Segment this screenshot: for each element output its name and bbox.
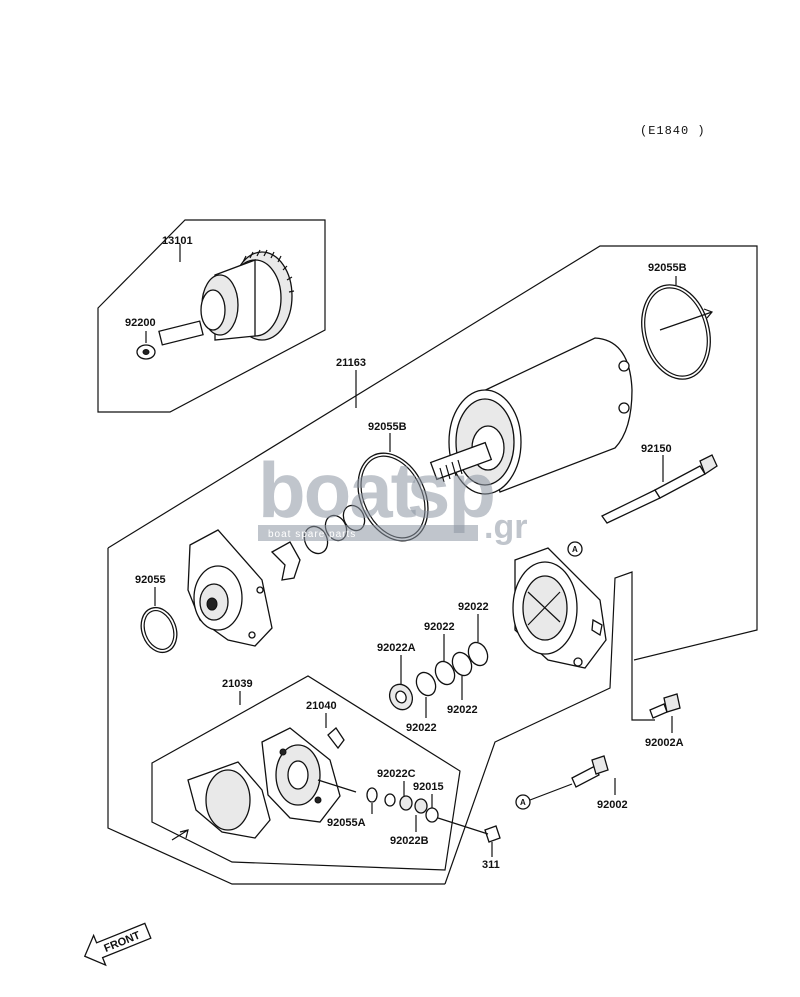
label-92200: 92200 (125, 317, 156, 329)
rear-cover (512, 547, 607, 669)
motor-yoke (429, 337, 633, 495)
motor-outline (107, 245, 758, 661)
o-ring-92055-inner (143, 610, 175, 650)
label-13101: 13101 (162, 235, 193, 247)
svg-text:A: A (520, 798, 526, 807)
motor-outline-left (107, 548, 445, 885)
svg-text:A: A (572, 545, 578, 554)
watermark-domain: .gr (484, 508, 527, 546)
label-92022C: 92022C (377, 768, 416, 780)
brush-box-outline (151, 675, 461, 871)
ref-marker-lower: A (515, 794, 531, 810)
clutch-box-outline (97, 219, 326, 413)
starter-clutch (136, 249, 295, 360)
watermark-tagline: boat spare parts (268, 529, 356, 540)
o-ring-92055B-top-inner (644, 287, 708, 377)
watermark-band (258, 525, 478, 541)
brush-hardware (366, 787, 501, 843)
label-92055: 92055 (135, 574, 166, 586)
watermark-main: boat (258, 446, 417, 534)
label-92022A: 92022A (377, 642, 416, 654)
brush-holder (187, 727, 357, 839)
label-92022-d: 92022 (447, 704, 478, 716)
bolt-92002A (649, 693, 681, 719)
label-92150: 92150 (641, 443, 672, 455)
through-bolt (601, 454, 718, 524)
label-92055B-top: 92055B (648, 262, 687, 274)
brush-arrow (171, 829, 189, 841)
label-92002: 92002 (597, 799, 628, 811)
ref-marker-upper: A (567, 541, 583, 557)
o-ring-92055B-top (641, 284, 711, 380)
label-92022-a: 92022 (458, 601, 489, 613)
dashed-boundary (444, 571, 655, 885)
label-92055A: 92055A (327, 817, 366, 829)
label-92022-c: 92022 (406, 722, 437, 734)
label-92015: 92015 (413, 781, 444, 793)
o-ring-92055 (140, 606, 178, 654)
front-cover (187, 529, 273, 647)
label-92022-b: 92022 (424, 621, 455, 633)
leader-311-link (437, 817, 489, 835)
label-21039: 21039 (222, 678, 253, 690)
leader-92002-ref (529, 783, 573, 801)
bolt-92002 (571, 755, 609, 788)
arrow-92055B-top (659, 308, 714, 331)
front-arrow: FRONT (83, 922, 152, 967)
watermark-accent: sp (407, 446, 494, 534)
label-92055B-mid: 92055B (368, 421, 407, 433)
watermark: boat sp .gr boat spare parts (258, 446, 527, 546)
label-92022B: 92022B (390, 835, 429, 847)
label-311: 311 (482, 859, 500, 871)
label-92002A: 92002A (645, 737, 684, 749)
label-21163: 21163 (336, 357, 366, 369)
diagram-code: (E1840 ) (640, 124, 706, 138)
label-21040: 21040 (306, 700, 337, 712)
shim-set (388, 641, 489, 711)
